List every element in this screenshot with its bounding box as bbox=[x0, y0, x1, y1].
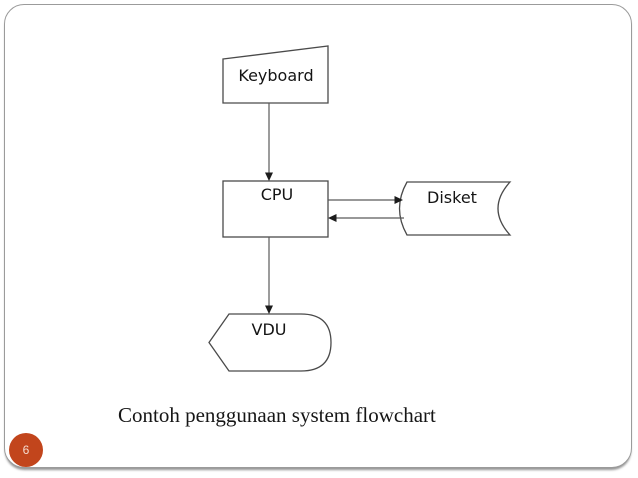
vdu-label: VDU bbox=[252, 320, 287, 339]
page-number-badge: 6 bbox=[9, 433, 43, 467]
keyboard-label: Keyboard bbox=[238, 66, 313, 85]
page-number: 6 bbox=[22, 443, 30, 457]
keyboard-node bbox=[222, 45, 329, 104]
slide-caption: Contoh penggunaan system flowchart bbox=[118, 403, 436, 427]
edge-disket-to-cpu bbox=[328, 214, 404, 222]
edge-cpu-to-disket bbox=[328, 196, 403, 204]
edge-cpu-to-vdu bbox=[265, 237, 273, 314]
cpu-label: CPU bbox=[261, 185, 294, 204]
cpu-node bbox=[222, 180, 329, 238]
edge-keyboard-to-cpu bbox=[265, 103, 273, 181]
vdu-node bbox=[208, 313, 332, 372]
disket-label: Disket bbox=[427, 188, 477, 207]
